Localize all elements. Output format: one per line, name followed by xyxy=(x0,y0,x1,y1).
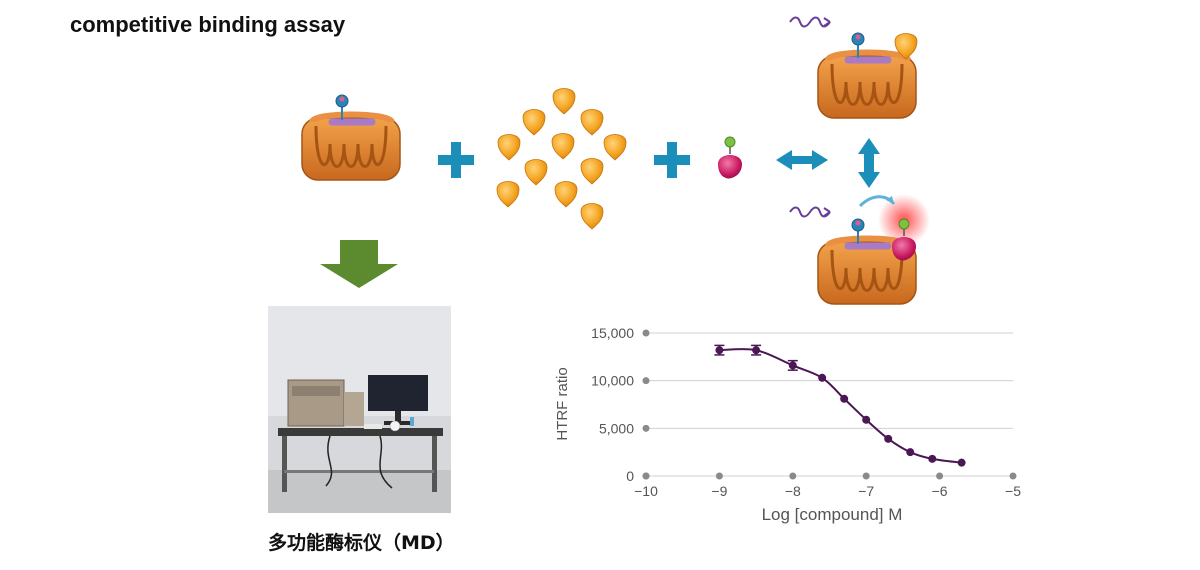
receptor-competitor-complex xyxy=(789,16,917,119)
chart-y-tick-label: 15,000 xyxy=(591,325,634,341)
receptor-icon xyxy=(302,95,400,180)
chart-x-axis-label: Log [compound] M xyxy=(762,505,903,524)
chart-x-tick-marker xyxy=(1009,472,1017,480)
chart-series-line xyxy=(719,348,962,464)
chart-x-tick-label: −10 xyxy=(634,483,658,499)
chart-x-tick-label: −6 xyxy=(932,483,948,499)
chart-data-point xyxy=(928,454,937,463)
chart-series xyxy=(719,348,962,464)
chart-y-tick-label: 0 xyxy=(626,468,634,484)
chart-data-point xyxy=(752,346,761,355)
competitor-compound-icon xyxy=(496,88,627,230)
chart-data-point xyxy=(788,361,797,370)
chart-y-tick-marker xyxy=(642,377,650,385)
chart-y-tick-label: 5,000 xyxy=(599,420,634,436)
chart-x-tick-label: −8 xyxy=(785,483,801,499)
chart-grid xyxy=(642,329,1017,480)
receptor-tracer-complex xyxy=(789,194,930,304)
equilibrium-arrow-icon xyxy=(776,138,880,188)
chart-x-tick-label: −7 xyxy=(858,483,874,499)
instrument-caption: 多功能酶标仪（MD） xyxy=(268,532,455,554)
chart-x-tick-label: −9 xyxy=(711,483,727,499)
chart-x-tick-marker xyxy=(642,472,650,480)
chart-data-point xyxy=(884,434,893,443)
plus-icon xyxy=(654,142,690,178)
down-arrow-icon xyxy=(320,240,398,288)
page-title: competitive binding assay xyxy=(70,12,346,37)
dose-response-chart: 0 5,000 10,000 15,000 −10 −9 −8 −7 −6 −5 Log [com… xyxy=(554,325,1021,524)
chart-points xyxy=(714,344,966,467)
chart-x-tick-label: −5 xyxy=(1005,483,1021,499)
chart-y-tick-marker xyxy=(642,424,650,432)
chart-data-point xyxy=(840,394,849,403)
chart-tick-labels: 0 5,000 10,000 15,000 −10 −9 −8 −7 −6 −5 xyxy=(591,325,1021,499)
chart-y-tick-label: 10,000 xyxy=(591,373,634,389)
chart-data-point xyxy=(862,415,871,424)
chart-x-tick-marker xyxy=(862,472,870,480)
chart-data-point xyxy=(715,346,724,355)
chart-y-axis-label: HTRF ratio xyxy=(554,367,571,440)
chart-y-tick-marker xyxy=(642,329,650,337)
chart-data-point xyxy=(957,458,966,467)
chart-x-tick-marker xyxy=(936,472,944,480)
chart-x-tick-marker xyxy=(715,472,723,480)
tracer-ligand-icon xyxy=(717,136,743,180)
chart-x-tick-marker xyxy=(789,472,797,480)
chart-data-point xyxy=(906,448,915,457)
plate-reader-photo xyxy=(268,306,451,513)
plus-icon xyxy=(438,142,474,178)
chart-data-point xyxy=(818,373,827,382)
